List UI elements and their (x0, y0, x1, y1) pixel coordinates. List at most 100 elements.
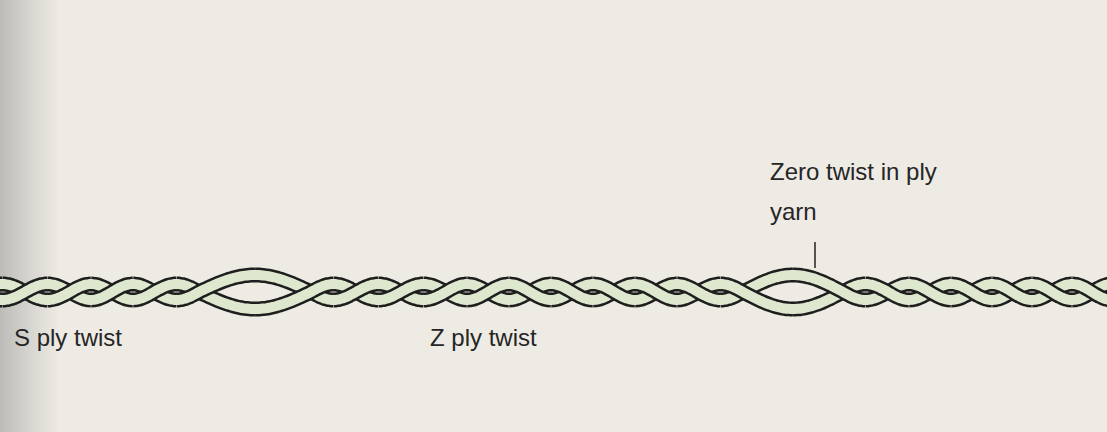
strand-fill (992, 284, 1032, 300)
strand-outline (866, 284, 910, 300)
strand-fill (951, 284, 992, 300)
strand-fill (909, 284, 951, 300)
strand-outline (255, 284, 334, 309)
strand-outline (424, 284, 468, 300)
strand-outline (1072, 284, 1107, 300)
strand-fill (509, 284, 551, 300)
strand-outline (91, 284, 133, 300)
strand-fill (133, 284, 177, 300)
ply-yarn (0, 275, 1107, 309)
strand-fill (793, 275, 866, 300)
strand-piece (866, 284, 910, 300)
strand-outline (677, 284, 721, 300)
strand-outline (593, 284, 635, 300)
strand-outline (509, 284, 551, 300)
strand-piece (133, 284, 177, 300)
strand-piece (551, 284, 593, 300)
strand-fill (424, 284, 468, 300)
strand-outline (467, 284, 509, 300)
strand-piece (467, 284, 509, 300)
strand-piece (133, 284, 177, 300)
strand-piece (677, 284, 721, 300)
strand-piece (48, 284, 92, 300)
strand-outline (992, 284, 1032, 300)
strand-piece (3, 284, 48, 300)
strand-piece (334, 284, 379, 300)
strand-piece (635, 284, 677, 300)
strand-fill (677, 284, 721, 300)
strand-outline (992, 284, 1032, 300)
strand-fill (551, 284, 593, 300)
strand-fill (48, 284, 92, 300)
strand-fill (379, 284, 424, 300)
strand-piece (509, 284, 551, 300)
strand-piece (379, 284, 424, 300)
strand-outline (793, 275, 866, 300)
strand-piece (992, 284, 1032, 300)
strand-piece (334, 284, 379, 300)
twist-label: S ply twist (14, 318, 122, 358)
strand-piece (91, 284, 133, 300)
strand-outline (48, 284, 92, 300)
leader-line (814, 242, 816, 268)
strand-outline (424, 284, 468, 300)
strand-fill (866, 284, 910, 300)
strand-outline (909, 284, 951, 300)
strand-piece (48, 284, 92, 300)
strand-outline (48, 284, 92, 300)
strand-outline (951, 284, 992, 300)
strand-outline (334, 284, 379, 300)
strand-outline (1032, 284, 1072, 300)
strand-piece (379, 284, 424, 300)
strand-piece (866, 284, 910, 300)
strand-outline (379, 284, 424, 300)
strand-fill (91, 284, 133, 300)
strand-outline (379, 284, 424, 300)
strand-fill (1072, 284, 1107, 300)
strand-fill (424, 284, 468, 300)
strand-fill (467, 284, 509, 300)
strand-piece (909, 284, 951, 300)
strand-fill (3, 284, 48, 300)
strand-fill (3, 284, 48, 300)
strand-piece (424, 284, 468, 300)
strand-fill (551, 284, 593, 300)
strand-fill (992, 284, 1032, 300)
strand-outline (635, 284, 677, 300)
strand-fill (677, 284, 721, 300)
strand-fill (467, 284, 509, 300)
strand-fill (1032, 284, 1072, 300)
strand-outline (91, 284, 133, 300)
strand-outline (909, 284, 951, 300)
strand-fill (1072, 284, 1107, 300)
strand-fill (1032, 284, 1072, 300)
strand-piece (593, 284, 635, 300)
strand-outline (467, 284, 509, 300)
strand-outline (1032, 284, 1072, 300)
strand-piece (3, 284, 48, 300)
strand-piece (909, 284, 951, 300)
strand-outline (951, 284, 992, 300)
strand-outline (721, 284, 794, 309)
strand-outline (551, 284, 593, 300)
strand-piece (91, 284, 133, 300)
strand-fill (334, 284, 379, 300)
strand-fill (951, 284, 992, 300)
strand-outline (177, 275, 256, 300)
strand-piece (509, 284, 551, 300)
strand-fill (509, 284, 551, 300)
strand-piece (793, 275, 866, 300)
strand-piece (424, 284, 468, 300)
strand-fill (866, 284, 910, 300)
strand-fill (177, 275, 256, 300)
strand-outline (3, 284, 48, 300)
strand-fill (48, 284, 92, 300)
strand-outline (593, 284, 635, 300)
strand-fill (593, 284, 635, 300)
strand-piece (1072, 284, 1107, 300)
strand-piece (255, 284, 334, 309)
strand-outline (334, 284, 379, 300)
strand-fill (635, 284, 677, 300)
strand-fill (593, 284, 635, 300)
strand-outline (133, 284, 177, 300)
